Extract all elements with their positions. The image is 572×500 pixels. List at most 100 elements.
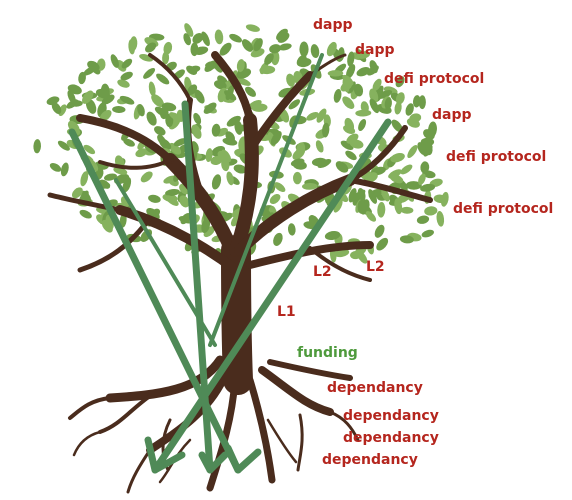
leaf <box>405 181 422 190</box>
leaf <box>180 213 191 225</box>
leaf <box>293 171 302 185</box>
label-defi-protocol: defi protocol <box>453 201 554 217</box>
leaf <box>201 218 211 234</box>
leaf <box>384 97 392 110</box>
label-dapp: dapp <box>313 17 353 33</box>
leaf <box>420 183 436 192</box>
leaf <box>342 74 354 86</box>
leaf <box>345 150 357 161</box>
leaf <box>372 78 382 91</box>
leaf <box>440 191 449 207</box>
leaf <box>333 88 342 103</box>
leaf <box>292 147 306 160</box>
leaf <box>151 94 164 108</box>
leaf <box>201 31 210 47</box>
leaf <box>51 102 62 114</box>
leaf <box>420 161 430 174</box>
leaf <box>110 54 119 68</box>
leaf <box>391 119 403 133</box>
arrowhead-left <box>144 436 186 474</box>
leaf <box>211 174 222 190</box>
leaf <box>306 111 319 121</box>
leaf <box>274 182 286 193</box>
leaf <box>310 44 320 59</box>
leaf <box>221 149 232 163</box>
leaf <box>270 130 282 146</box>
arrow-mid-left <box>114 178 217 347</box>
leaf <box>342 96 355 109</box>
leaf <box>117 79 130 88</box>
leaf <box>99 109 112 122</box>
leaf <box>193 112 202 125</box>
leaf <box>273 232 283 246</box>
leaf <box>358 119 367 131</box>
leaf <box>33 139 42 154</box>
leaf <box>112 105 126 114</box>
leaf <box>226 115 241 127</box>
leaf <box>80 171 89 187</box>
leaf <box>140 171 153 183</box>
leaf <box>421 229 434 238</box>
arrow-center <box>181 100 214 474</box>
leaf <box>353 83 364 97</box>
leaf <box>245 24 260 32</box>
leaf <box>327 70 344 77</box>
leaf <box>83 144 96 155</box>
funding-arrows <box>68 53 392 474</box>
leaf <box>343 125 356 134</box>
leaf <box>179 195 190 208</box>
leaf <box>49 163 62 172</box>
leaf <box>245 86 256 97</box>
leaf <box>299 41 309 57</box>
leaf <box>290 158 305 167</box>
label-dependancy: dependancy <box>343 408 439 424</box>
leaf <box>119 95 135 105</box>
leaf <box>221 157 230 172</box>
leaf <box>67 90 76 104</box>
leaf <box>184 23 194 37</box>
leaf <box>120 71 133 81</box>
leaf <box>194 89 205 104</box>
leaf <box>333 199 343 213</box>
leaf <box>326 41 337 57</box>
leaf <box>123 138 135 147</box>
leaf <box>334 249 350 258</box>
label-l2: L2 <box>313 264 332 280</box>
leaf <box>241 39 254 52</box>
leaf <box>286 73 296 87</box>
leaf <box>376 237 389 251</box>
leaf <box>121 58 133 69</box>
leaf <box>129 36 138 51</box>
leaf <box>356 250 368 264</box>
leaf <box>85 98 97 114</box>
leaf <box>407 145 418 158</box>
leaf <box>394 101 402 115</box>
leaf <box>71 187 83 199</box>
arrowhead-center <box>198 451 229 474</box>
leaf <box>340 140 354 151</box>
leaf <box>287 223 296 236</box>
leaf <box>78 71 86 85</box>
leaf <box>192 33 204 44</box>
leaf <box>219 42 232 56</box>
leaf <box>374 224 385 238</box>
leaf <box>356 51 371 59</box>
leaf <box>211 123 221 137</box>
leaf <box>276 28 288 41</box>
label-dependancy: dependancy <box>327 380 423 396</box>
leaf <box>269 44 282 54</box>
leaf <box>317 159 332 168</box>
leaf <box>183 33 192 46</box>
leaf <box>436 210 445 227</box>
leaf <box>137 104 145 117</box>
leaf <box>390 152 405 163</box>
leaf <box>345 64 356 79</box>
leaf <box>377 89 393 99</box>
label-defi-protocol: defi protocol <box>446 149 547 165</box>
leaf <box>278 43 292 51</box>
leaf <box>226 171 234 186</box>
leaf <box>95 88 110 99</box>
leaf <box>146 207 160 220</box>
leaf <box>369 98 380 114</box>
